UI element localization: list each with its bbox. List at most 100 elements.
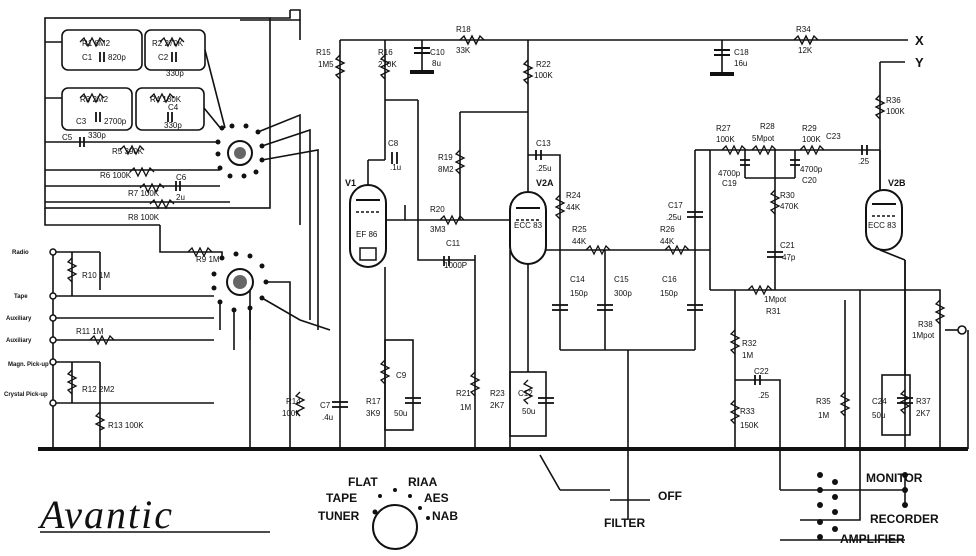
eq-resistors bbox=[79, 36, 185, 210]
supply-rail bbox=[340, 39, 908, 190]
input-wiring bbox=[53, 251, 214, 430]
v2a-grid-net bbox=[405, 111, 528, 221]
r20-value: 3M3 bbox=[430, 225, 446, 234]
r34-label: R34 bbox=[796, 25, 811, 34]
r38-label: R38 bbox=[918, 320, 933, 329]
c9-label: C9 bbox=[396, 371, 407, 380]
r38-value: 1Mpot bbox=[912, 331, 935, 340]
c14-label: C14 bbox=[570, 275, 585, 284]
r35-label: R35 bbox=[816, 397, 831, 406]
tone-network bbox=[709, 149, 881, 490]
switch-recorder: RECORDER bbox=[870, 512, 939, 526]
c4-label: C4 bbox=[168, 103, 179, 112]
r15-value: 1M5 bbox=[318, 60, 334, 69]
r5-label: R5 390K bbox=[112, 147, 144, 156]
c11-value: 1000P bbox=[444, 261, 467, 270]
c6-label: C6 bbox=[176, 173, 187, 182]
selector-flat: FLAT bbox=[348, 475, 378, 489]
r28-label: R28 bbox=[760, 122, 775, 131]
r16-label: R16 bbox=[378, 48, 393, 57]
c15-value: 300p bbox=[614, 289, 632, 298]
selector-tape: TAPE bbox=[326, 491, 357, 505]
v2b-wiring bbox=[860, 249, 969, 449]
supply-resistors bbox=[334, 34, 886, 120]
selector-wafer-2 bbox=[226, 268, 254, 296]
r24-value: 44K bbox=[566, 203, 581, 212]
c8-value: .1u bbox=[390, 163, 401, 172]
c22-label: C22 bbox=[754, 367, 769, 376]
r9-label: R9 1M bbox=[196, 255, 220, 264]
r4-label: R4 180K bbox=[150, 95, 182, 104]
r17-label: R17 bbox=[366, 397, 381, 406]
input-tape-label: Tape bbox=[14, 294, 28, 300]
c21-value: 47p bbox=[782, 253, 796, 262]
r34-value: 12K bbox=[798, 46, 813, 55]
r32-label: R32 bbox=[742, 339, 757, 348]
c21-label: C21 bbox=[780, 241, 795, 250]
v1-resistors bbox=[294, 149, 481, 417]
input-resistors bbox=[66, 257, 115, 431]
r35-value: 1M bbox=[818, 411, 829, 420]
r11-label: R11 1M bbox=[76, 327, 104, 336]
eq-caps bbox=[79, 52, 181, 191]
c10-value: 8u bbox=[432, 59, 441, 68]
supply-caps bbox=[410, 47, 734, 76]
selector-tuner: TUNER bbox=[318, 509, 360, 523]
r36-label: R36 bbox=[886, 96, 901, 105]
c12-label: C12 bbox=[518, 389, 533, 398]
r27-value: 100K bbox=[716, 135, 735, 144]
brand-logo: Avantic bbox=[37, 492, 174, 537]
c24-label: C24 bbox=[872, 397, 887, 406]
r6-label: R6 100K bbox=[100, 171, 132, 180]
r7-label: R7 100K bbox=[128, 189, 160, 198]
r30-label: R30 bbox=[780, 191, 795, 200]
r10-label: R10 1M bbox=[82, 271, 110, 280]
v2b-type-label: ECC 83 bbox=[868, 221, 897, 230]
v2a-caps bbox=[535, 150, 703, 404]
r14-value: 100K bbox=[282, 409, 301, 418]
r32-value: 1M bbox=[742, 351, 753, 360]
input-aux2-label: Auxiliary bbox=[6, 338, 32, 344]
r15-label: R15 bbox=[316, 48, 331, 57]
r3-label: R3 2M2 bbox=[80, 95, 109, 104]
c7-value: .4u bbox=[322, 413, 333, 422]
tube-v1 bbox=[349, 184, 387, 268]
c8-label: C8 bbox=[388, 139, 399, 148]
r30-value: 470K bbox=[780, 202, 799, 211]
r29-label: R29 bbox=[802, 124, 817, 133]
r29-value: 100K bbox=[802, 135, 821, 144]
selector-wafer-1 bbox=[227, 140, 253, 166]
r1-label: R1 8M2 bbox=[82, 39, 111, 48]
c3-value: 2700p bbox=[104, 117, 127, 126]
c17-label: C17 bbox=[668, 201, 683, 210]
v1-type-label: EF 86 bbox=[356, 230, 378, 239]
r33-value: 150K bbox=[740, 421, 759, 430]
v2a-wiring bbox=[509, 149, 710, 500]
r12-label: R12 2M2 bbox=[82, 385, 115, 394]
c22-value: .25 bbox=[758, 391, 770, 400]
c20-label: C20 bbox=[802, 176, 817, 185]
c18-value: 16u bbox=[734, 59, 747, 68]
c4-value: 330p bbox=[164, 121, 182, 130]
r21-value: 1M bbox=[460, 403, 471, 412]
r19-label: R19 bbox=[438, 153, 453, 162]
r18-value: 33K bbox=[456, 46, 471, 55]
v2a-resistors bbox=[522, 194, 690, 405]
input-jacks bbox=[49, 248, 57, 407]
v1-label: V1 bbox=[345, 178, 356, 188]
c9-value: 50u bbox=[394, 409, 407, 418]
r14-label: R14 bbox=[286, 397, 301, 406]
tube-v2b bbox=[865, 189, 903, 251]
c1-label: C1 bbox=[82, 53, 93, 62]
switch-contacts bbox=[817, 472, 908, 540]
r17-value: 3K9 bbox=[366, 409, 381, 418]
switch-filter: FILTER bbox=[604, 516, 645, 530]
v2a-label: V2A bbox=[536, 178, 554, 188]
v1-caps bbox=[332, 152, 450, 408]
c13-label: C13 bbox=[536, 139, 551, 148]
r37-value: 2K7 bbox=[916, 409, 931, 418]
selector-aes: AES bbox=[424, 491, 449, 505]
switch-wiring bbox=[539, 290, 906, 541]
